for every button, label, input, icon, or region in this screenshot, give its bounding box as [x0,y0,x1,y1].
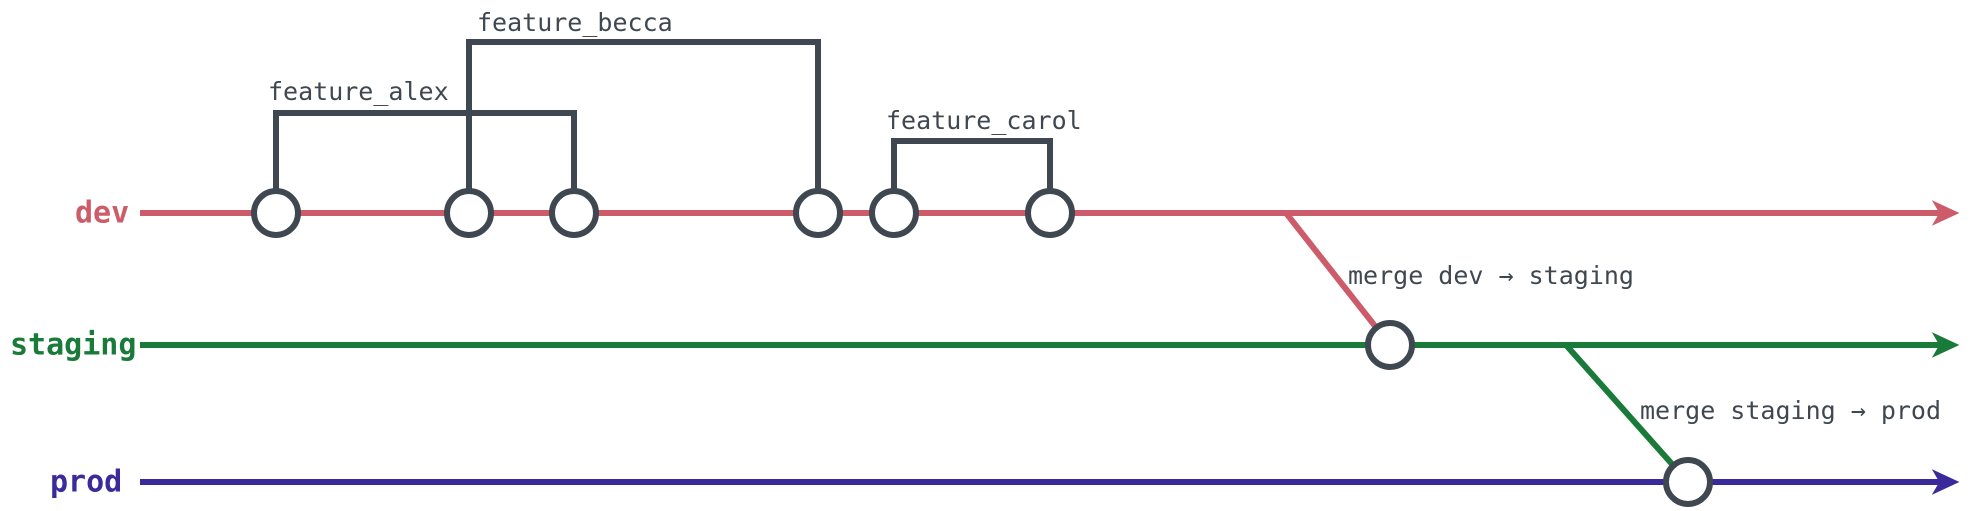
bracket-feature-carol [891,138,1053,191]
lane-labels: dev staging prod [10,196,136,500]
feature-label-alex: feature_alex [268,77,449,106]
feature-labels: feature_alex feature_becca feature_carol [268,8,1082,135]
merge-line-staging-prod [1563,343,1691,484]
feature-label-becca: feature_becca [477,8,673,37]
commit-node-dev-6[interactable] [1025,188,1075,238]
lane-lines [140,200,1960,495]
commit-node-dev-2[interactable] [444,188,494,238]
lane-label-dev: dev [75,196,129,231]
commit-node-dev-5[interactable] [869,188,919,238]
commit-node-prod-merge[interactable] [1663,457,1713,507]
feature-label-carol: feature_carol [886,106,1082,135]
merge-label-dev-staging: merge dev → staging [1348,261,1634,290]
merge-line-dev-staging [1283,211,1393,347]
merge-lines [1283,211,1691,484]
lane-label-prod: prod [50,465,122,500]
merge-label-staging-prod: merge staging → prod [1640,396,1941,425]
feature-brackets [273,39,1053,191]
bracket-feature-becca [466,39,821,191]
commit-nodes [251,188,1713,507]
bracket-feature-alex [273,110,577,191]
merge-labels: merge dev → staging merge staging → prod [1348,261,1941,425]
lane-label-staging: staging [10,328,136,363]
commit-node-dev-4[interactable] [793,188,843,238]
commit-node-dev-3[interactable] [549,188,599,238]
commit-node-dev-1[interactable] [251,188,301,238]
commit-node-staging-merge[interactable] [1365,320,1415,370]
